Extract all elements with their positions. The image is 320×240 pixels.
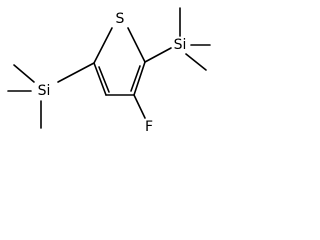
thiophene-ring — [93, 27, 146, 96]
bond-c2-si-left — [57, 62, 95, 83]
silicon-atom-left-label: Si — [38, 83, 51, 99]
bond-c4-c5-inner — [130, 65, 141, 92]
silicon-atom-right-label: Si — [174, 37, 187, 53]
fluorine-atom-label: F — [145, 119, 153, 135]
bond-c2-c3-outer — [93, 62, 107, 96]
bond-c4-f — [133, 94, 146, 119]
molecule-structure: S Si Si F — [7, 7, 211, 135]
bond-s-c2 — [93, 27, 113, 64]
right-trimethylsilyl-group — [179, 7, 211, 71]
left-trimethylsilyl-group — [7, 64, 42, 129]
methyl-bond-left-up — [13, 64, 35, 83]
methyl-bond-right-down — [185, 53, 207, 71]
bond-c4-c5-outer — [133, 61, 146, 96]
bond-c2-c3-inner — [98, 66, 110, 93]
bond-s-c5 — [127, 27, 146, 63]
bond-c5-si-right — [144, 47, 172, 63]
sulfur-atom-label: S — [116, 11, 125, 27]
